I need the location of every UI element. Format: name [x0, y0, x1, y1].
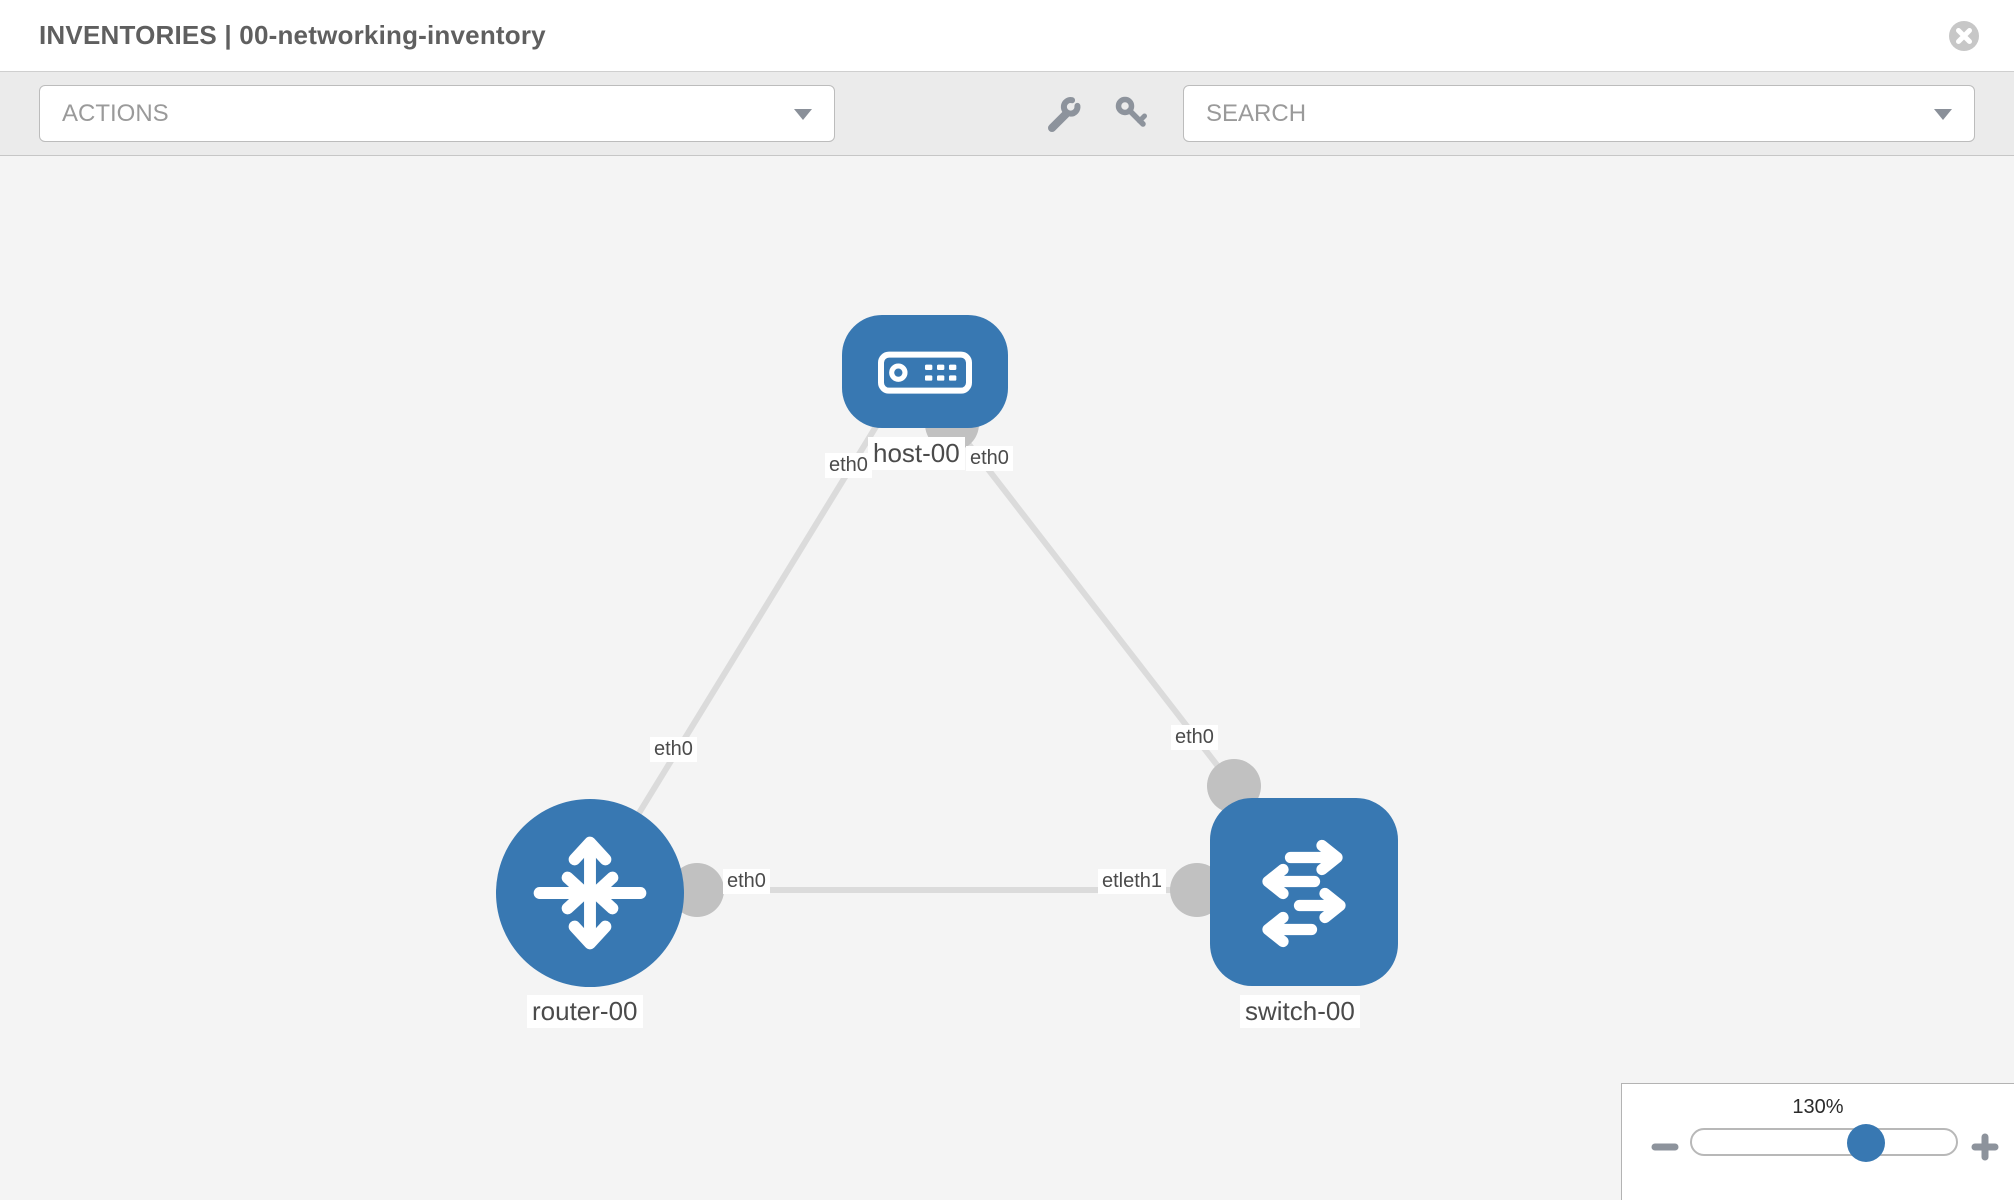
- iface-label-router-right: eth0: [723, 869, 770, 894]
- zoom-level-value: 130%: [1792, 1096, 1844, 1118]
- close-icon: [1949, 21, 1979, 51]
- chevron-down-icon: [1934, 108, 1952, 120]
- minus-icon: [1651, 1143, 1679, 1151]
- zoom-in-button[interactable]: [1968, 1130, 2002, 1164]
- plus-icon: [1971, 1133, 1999, 1161]
- node-host-00[interactable]: [842, 315, 1008, 428]
- chevron-down-icon: [794, 108, 812, 120]
- node-label-switch: switch-00: [1240, 995, 1360, 1028]
- node-switch-00[interactable]: [1210, 798, 1398, 986]
- actions-select-label: ACTIONS: [62, 99, 169, 127]
- zoom-slider-track[interactable]: [1690, 1124, 1958, 1162]
- router-arrows-icon: [533, 836, 647, 950]
- server-icon: [878, 351, 972, 394]
- iface-label-host-left: eth0: [825, 453, 872, 478]
- credentials-button[interactable]: [1112, 94, 1152, 134]
- iface-label-switch-left: etleth1: [1098, 869, 1167, 894]
- page-title: INVENTORIES | 00-networking-inventory: [39, 20, 546, 50]
- topology-canvas[interactable]: host-00 router-00 switch-00 eth0 eth0 et…: [0, 157, 2014, 1200]
- search-select[interactable]: SEARCH: [1183, 85, 1975, 142]
- zoom-slider-handle[interactable]: [1847, 1124, 1885, 1162]
- switch-arrows-icon: [1262, 839, 1346, 948]
- actions-select[interactable]: ACTIONS: [39, 85, 835, 142]
- zoom-panel: 130%: [1621, 1083, 2014, 1200]
- toolbar: ACTIONS SEARCH: [0, 72, 2014, 156]
- iface-label-hs-mid: eth0: [1171, 725, 1218, 750]
- wrench-icon: [1048, 97, 1081, 132]
- topology-links: [587, 418, 1237, 895]
- zoom-out-button[interactable]: [1648, 1130, 1682, 1164]
- iface-label-host-right: eth0: [966, 446, 1013, 471]
- adhoc-command-button[interactable]: [1044, 94, 1084, 134]
- iface-label-hr-mid: eth0: [650, 737, 697, 762]
- close-button[interactable]: [1948, 20, 1980, 52]
- search-select-label: SEARCH: [1206, 99, 1307, 127]
- node-router-00[interactable]: [496, 799, 684, 987]
- node-label-router: router-00: [527, 995, 643, 1028]
- header-bar: INVENTORIES | 00-networking-inventory: [0, 0, 2014, 72]
- node-label-host: host-00: [868, 437, 965, 470]
- key-icon: [1115, 96, 1147, 127]
